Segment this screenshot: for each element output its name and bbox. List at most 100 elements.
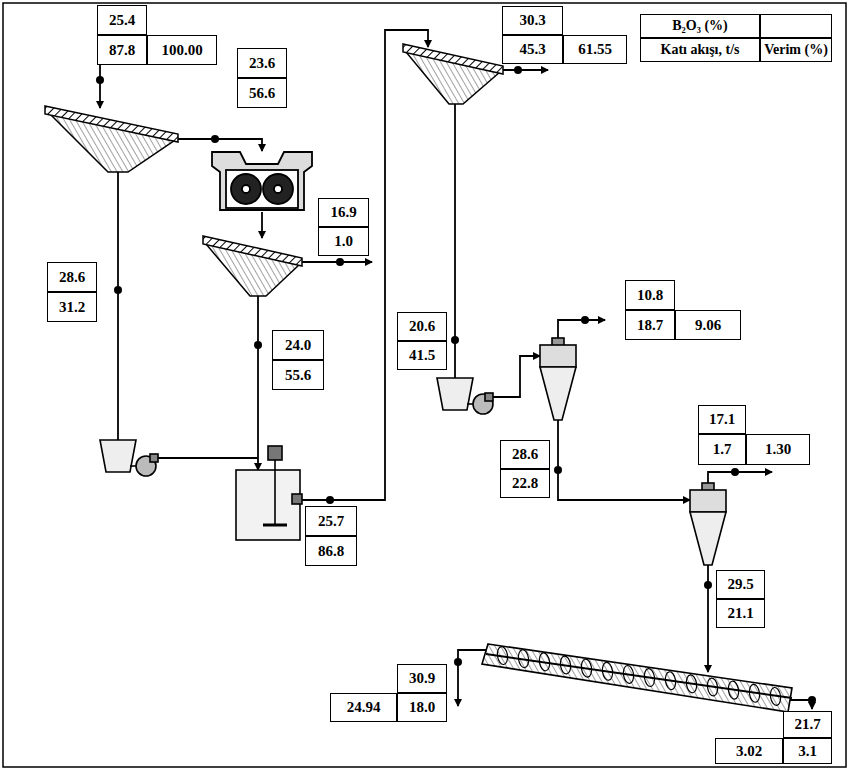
stream-value: 21.7 <box>794 716 820 733</box>
data-cell: 28.6 <box>47 262 97 292</box>
legend-text: Verim (%) <box>764 42 828 58</box>
vibrating-screen <box>403 44 503 104</box>
stream-data-box: 20.6 41.5 <box>397 312 447 370</box>
stream-data-box: 25.7 86.8 <box>305 506 357 566</box>
stream-value: 56.6 <box>249 85 275 102</box>
stream-value: 24.0 <box>285 337 311 354</box>
data-cell: 23.6 <box>237 48 287 78</box>
data-cell: 17.1 <box>698 405 746 434</box>
stream-value: 3.1 <box>798 743 817 760</box>
stream-value: 30.3 <box>519 12 545 29</box>
data-cell: 41.5 <box>397 341 447 370</box>
spiral-flight <box>769 687 781 706</box>
stream-value: 100.00 <box>161 42 202 59</box>
spiral-flight <box>538 652 550 671</box>
data-cell: 1.30 <box>746 434 810 465</box>
stream-value: 3.02 <box>736 743 762 760</box>
stream-value: 86.8 <box>318 543 344 560</box>
sump-pump <box>100 440 158 476</box>
stream-value: 31.2 <box>59 299 85 316</box>
stream-data-box: 28.6 31.2 <box>47 262 97 322</box>
stream-value: 25.4 <box>109 12 135 29</box>
spiral-flight <box>664 671 676 690</box>
spiral-flight <box>517 649 529 668</box>
spiral-flight <box>496 646 508 665</box>
sump-pump <box>437 378 493 414</box>
stream-value: 1.30 <box>765 441 791 458</box>
stream-value: 87.8 <box>109 42 135 59</box>
spiral-flight <box>622 665 634 684</box>
stream-value: 24.94 <box>347 699 381 716</box>
data-cell: 24.94 <box>330 693 397 722</box>
legend-text: Katı akışı, t/s <box>661 42 740 58</box>
stream-value: 20.6 <box>409 318 435 335</box>
data-cell: 1.0 <box>318 227 369 256</box>
data-cell: 18.0 <box>397 693 447 722</box>
data-cell: 25.7 <box>305 506 357 536</box>
stream-data-box: 30.3 45.3 61.55 <box>502 6 627 64</box>
spiral-flight <box>601 662 613 681</box>
stream-value: 30.9 <box>409 670 435 687</box>
data-cell: 56.6 <box>237 78 287 108</box>
data-cell: 29.5 <box>716 570 765 599</box>
spiral-flight <box>559 655 571 674</box>
stream-dots <box>96 66 816 704</box>
data-cell: 20.6 <box>397 312 447 341</box>
stream-value: 41.5 <box>409 347 435 364</box>
stream-data-box: 29.5 21.1 <box>716 570 765 628</box>
data-cell: 21.1 <box>716 599 765 628</box>
data-cell: 45.3 <box>502 35 563 64</box>
stream-data-box: 28.6 22.8 <box>500 440 550 498</box>
data-cell: 86.8 <box>305 536 357 566</box>
data-cell: 87.8 <box>97 35 147 65</box>
data-cell: 25.4 <box>97 5 147 35</box>
hydrocyclone <box>690 483 726 565</box>
empty-cell <box>760 14 832 38</box>
spiral-flight <box>727 681 739 700</box>
stream-value: 28.6 <box>59 269 85 286</box>
stream-data-box: 24.0 55.6 <box>272 330 324 390</box>
stream-value: 22.8 <box>512 475 538 492</box>
data-cell: 31.2 <box>47 292 97 322</box>
stream-data-box: 10.8 18.7 9.06 <box>625 280 741 340</box>
stream-value: 25.7 <box>318 513 344 530</box>
spiral-classifier <box>482 644 792 712</box>
vibrating-screen <box>45 106 178 172</box>
stream-data-box: 25.4 87.8 100.00 <box>97 5 217 65</box>
data-cell: 9.06 <box>675 310 741 340</box>
stream-data-box: 17.11.7 1.30 <box>698 405 810 465</box>
stream-value: 23.6 <box>249 55 275 72</box>
data-cell: 3.02 <box>715 738 783 764</box>
data-cell: 55.6 <box>272 360 324 390</box>
stream-value: 16.9 <box>330 204 356 221</box>
stream-value: 1.0 <box>334 233 353 250</box>
data-cell: 30.9 <box>397 664 447 693</box>
stream-value: 61.55 <box>578 41 612 58</box>
stream-value: 18.7 <box>637 317 663 334</box>
data-cell: Verim (%) <box>760 38 832 62</box>
stream-value: 10.8 <box>637 287 663 304</box>
vibrating-screen <box>203 236 302 296</box>
stream-value: 45.3 <box>519 41 545 58</box>
frame <box>3 3 846 767</box>
stream-data-box: 23.6 56.6 <box>237 48 287 108</box>
data-cell: 61.55 <box>563 35 627 64</box>
conditioning-tank <box>236 446 302 540</box>
data-cell: 30.3 <box>502 6 563 35</box>
stream-data-box: 21.7 3.02 3.1 <box>715 711 832 764</box>
stream-value: 28.6 <box>512 446 538 463</box>
data-cell: 1.7 <box>698 434 746 465</box>
stream-data-box: 30.9 24.94 18.0 <box>330 664 447 722</box>
hydrocyclone <box>540 338 576 420</box>
data-cell: 22.8 <box>500 469 550 498</box>
flow-lines <box>100 30 812 709</box>
data-cell: 16.9 <box>318 198 369 227</box>
data-cell: 100.00 <box>147 35 217 65</box>
data-cell: 10.8 <box>625 280 675 310</box>
data-cell: 24.0 <box>272 330 324 360</box>
stream-value: 21.1 <box>727 605 753 622</box>
spiral-flight <box>643 668 655 687</box>
stream-value: 55.6 <box>285 367 311 384</box>
